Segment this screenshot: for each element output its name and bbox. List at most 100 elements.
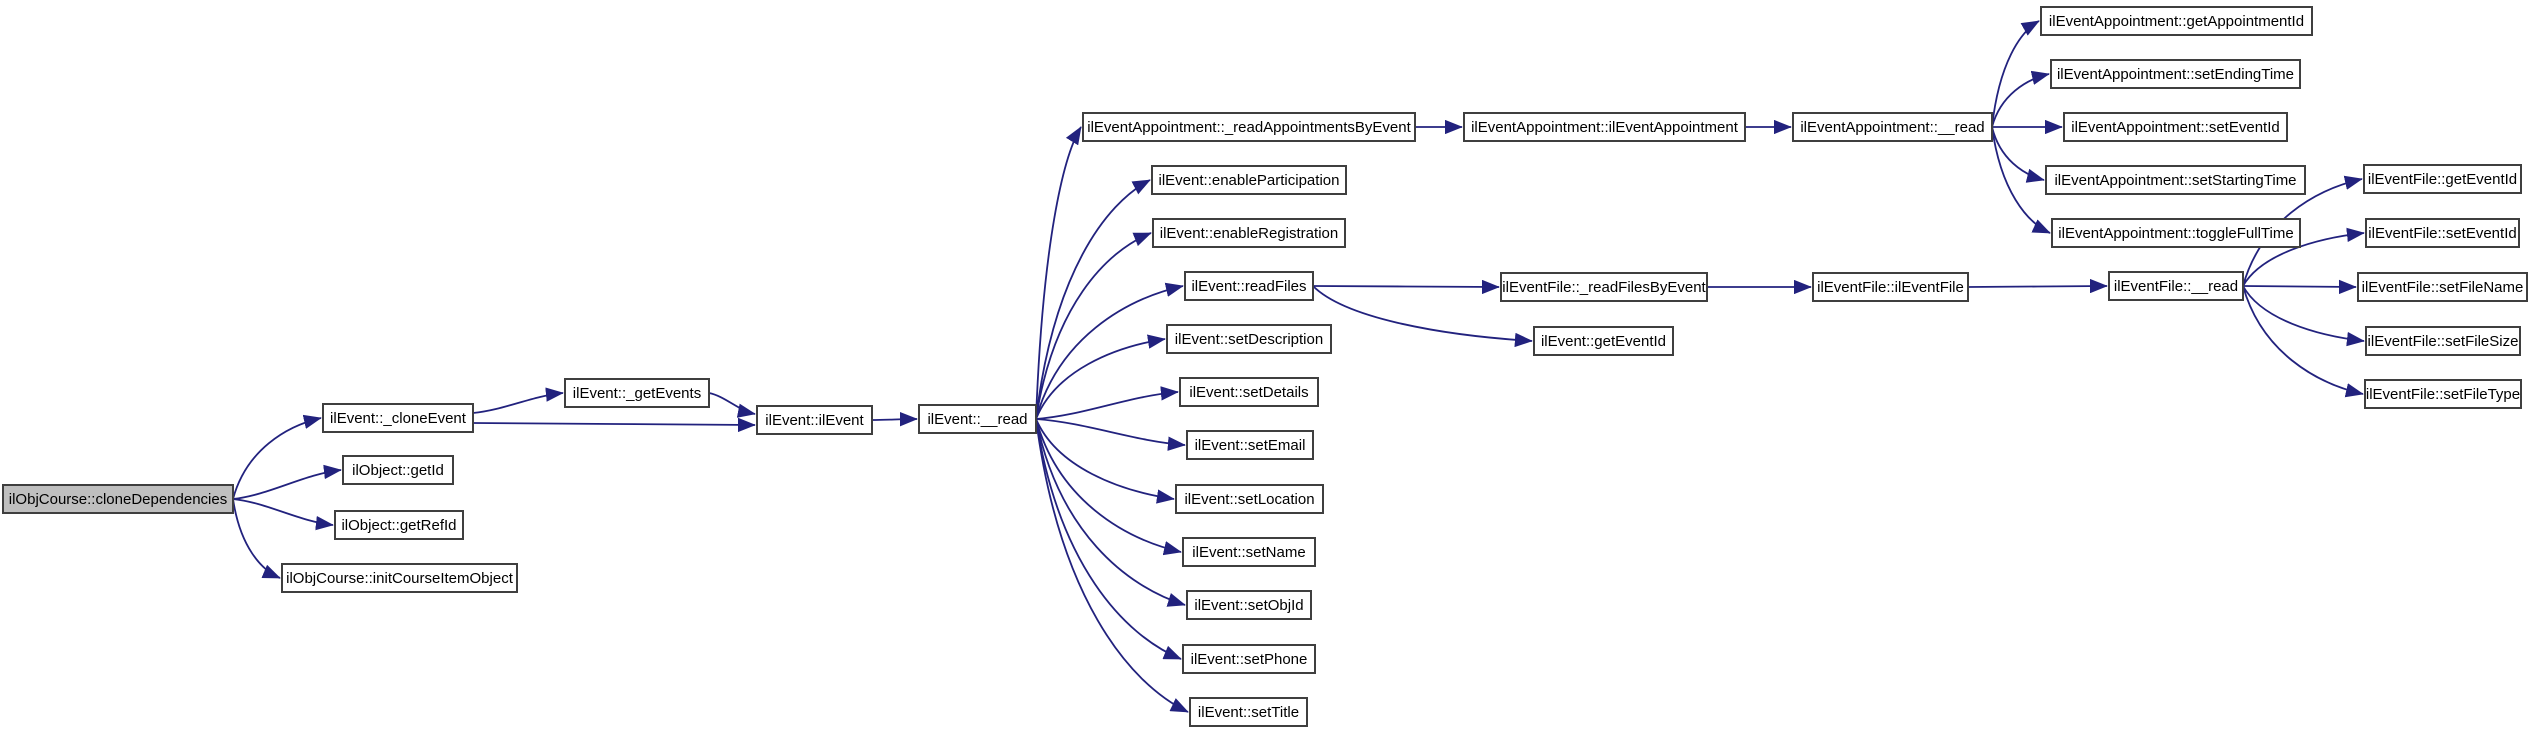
node-setFileSize[interactable]: ilEventFile::setFileSize [2365, 326, 2521, 356]
node-setFileType[interactable]: ilEventFile::setFileType [2364, 379, 2522, 409]
node-label: ilEvent::setPhone [1191, 651, 1308, 668]
node-label: ilEventFile::getEventId [2368, 171, 2517, 188]
node-setPhone[interactable]: ilEvent::setPhone [1182, 644, 1316, 674]
edge-eventRead-setDescription [1035, 334, 1166, 420]
edge-fileRead-setFileName [2242, 279, 2357, 295]
node-getEvents[interactable]: ilEvent::_getEvents [564, 378, 710, 408]
node-box[interactable] [2108, 271, 2244, 301]
node-box[interactable] [918, 404, 1037, 434]
node-setDescription[interactable]: ilEvent::setDescription [1166, 324, 1332, 354]
node-box[interactable] [281, 563, 518, 593]
node-label: ilEventFile::_readFilesByEvent [1502, 279, 1706, 296]
node-box[interactable] [1179, 377, 1319, 407]
node-setTitle[interactable]: ilEvent::setTitle [1189, 697, 1308, 727]
node-box[interactable] [1186, 590, 1312, 620]
node-box[interactable] [2, 484, 234, 514]
node-eventRead[interactable]: ilEvent::__read [918, 404, 1037, 434]
node-box[interactable] [1152, 218, 1346, 248]
node-label: ilEvent::_cloneEvent [330, 410, 467, 427]
node-box[interactable] [1082, 112, 1416, 142]
node-toggleFullTime[interactable]: ilEventAppointment::toggleFullTime [2051, 218, 2301, 248]
node-getId[interactable]: ilObject::getId [342, 455, 454, 485]
node-cloneDependencies[interactable]: ilObjCourse::cloneDependencies [2, 484, 234, 514]
node-eventFileCtor[interactable]: ilEventFile::ilEventFile [1812, 272, 1969, 302]
edge-eventRead-setTitle [1035, 418, 1189, 713]
node-box[interactable] [1792, 112, 1993, 142]
node-readAppointmentsByEvent[interactable]: ilEventAppointment::_readAppointmentsByE… [1082, 112, 1416, 142]
node-label: ilEvent::setDescription [1175, 331, 1323, 348]
node-setName[interactable]: ilEvent::setName [1182, 537, 1316, 567]
node-fileSetEventId[interactable]: ilEventFile::setEventId [2365, 218, 2520, 248]
edge-eventRead-readFiles [1035, 282, 1184, 420]
node-label: ilEvent::setName [1192, 544, 1305, 561]
edge-fileRead-fileSetEventId [2242, 227, 2365, 287]
node-enableParticipation[interactable]: ilEvent::enableParticipation [1151, 165, 1347, 195]
node-initCourseItemObject[interactable]: ilObjCourse::initCourseItemObject [281, 563, 518, 593]
node-box[interactable] [1182, 644, 1316, 674]
node-label: ilEventAppointment::_readAppointmentsByE… [1087, 119, 1411, 136]
node-box[interactable] [1184, 271, 1314, 301]
node-readFilesByEvent[interactable]: ilEventFile::_readFilesByEvent [1500, 272, 1708, 302]
node-box[interactable] [2050, 59, 2301, 89]
node-label: ilEventFile::ilEventFile [1817, 279, 1964, 296]
node-getAppointmentId[interactable]: ilEventAppointment::getAppointmentId [2040, 6, 2313, 36]
node-setFileName[interactable]: ilEventFile::setFileName [2357, 272, 2528, 302]
node-box[interactable] [1189, 697, 1308, 727]
edge-cloneEvent-ilEvent [472, 417, 756, 433]
node-box[interactable] [564, 378, 710, 408]
edge-appointmentRead-getAppointmentId [1991, 20, 2040, 128]
node-box[interactable] [2365, 326, 2521, 356]
nodes-layer: ilObjCourse::cloneDependencies ilEvent::_… [2, 6, 2528, 727]
node-box[interactable] [2365, 218, 2520, 248]
node-apptSetEventId[interactable]: ilEventAppointment::setEventId [2063, 112, 2288, 142]
node-eventAppointmentCtor[interactable]: ilEventAppointment::ilEventAppointment [1463, 112, 1746, 142]
node-appointmentRead[interactable]: ilEventAppointment::__read [1792, 112, 1993, 142]
node-box[interactable] [2051, 218, 2301, 248]
node-label: ilEvent::readFiles [1191, 278, 1306, 295]
node-box[interactable] [2363, 164, 2522, 194]
edge-readFiles-readFilesByEvent [1312, 279, 1500, 295]
node-box[interactable] [1533, 326, 1674, 356]
node-box[interactable] [2045, 165, 2306, 195]
node-ilEvent[interactable]: ilEvent::ilEvent [756, 405, 873, 435]
node-fileRead[interactable]: ilEventFile::__read [2108, 271, 2244, 301]
node-eventGetEventId[interactable]: ilEvent::getEventId [1533, 326, 1674, 356]
node-box[interactable] [756, 405, 873, 435]
node-setEndingTime[interactable]: ilEventAppointment::setEndingTime [2050, 59, 2301, 89]
node-label: ilEventAppointment::getAppointmentId [2049, 13, 2304, 30]
node-readFiles[interactable]: ilEvent::readFiles [1184, 271, 1314, 301]
node-label: ilEventFile::setFileSize [2368, 333, 2519, 350]
node-label: ilObjCourse::initCourseItemObject [286, 570, 514, 587]
node-enableRegistration[interactable]: ilEvent::enableRegistration [1152, 218, 1346, 248]
node-box[interactable] [1500, 272, 1708, 302]
node-label: ilEventAppointment::ilEventAppointment [1471, 119, 1739, 136]
node-box[interactable] [1151, 165, 1347, 195]
node-box[interactable] [1182, 537, 1316, 567]
node-box[interactable] [334, 510, 464, 540]
node-box[interactable] [1812, 272, 1969, 302]
node-getRefId[interactable]: ilObject::getRefId [334, 510, 464, 540]
edge-appointmentRead-toggleFullTime [1991, 126, 2051, 234]
node-setLocation[interactable]: ilEvent::setLocation [1175, 484, 1324, 514]
edge-eventRead-setName [1035, 418, 1182, 556]
node-box[interactable] [1175, 484, 1324, 514]
node-box[interactable] [2063, 112, 2288, 142]
node-label: ilEvent::setDetails [1189, 384, 1308, 401]
node-box[interactable] [1463, 112, 1746, 142]
node-box[interactable] [2040, 6, 2313, 36]
node-box[interactable] [1186, 430, 1314, 460]
node-box[interactable] [342, 455, 454, 485]
node-setStartingTime[interactable]: ilEventAppointment::setStartingTime [2045, 165, 2306, 195]
edge-eventRead-setLocation [1035, 418, 1175, 504]
node-box[interactable] [2357, 272, 2528, 302]
node-box[interactable] [1166, 324, 1332, 354]
node-box[interactable] [322, 403, 474, 433]
node-setObjId[interactable]: ilEvent::setObjId [1186, 590, 1312, 620]
node-fileGetEventId[interactable]: ilEventFile::getEventId [2363, 164, 2522, 194]
node-label: ilEvent::ilEvent [765, 412, 864, 429]
node-box[interactable] [2364, 379, 2522, 409]
node-setEmail[interactable]: ilEvent::setEmail [1186, 430, 1314, 460]
node-setDetails[interactable]: ilEvent::setDetails [1179, 377, 1319, 407]
edge-eventRead-enableParticipation [1035, 179, 1151, 420]
node-cloneEvent[interactable]: ilEvent::_cloneEvent [322, 403, 474, 433]
